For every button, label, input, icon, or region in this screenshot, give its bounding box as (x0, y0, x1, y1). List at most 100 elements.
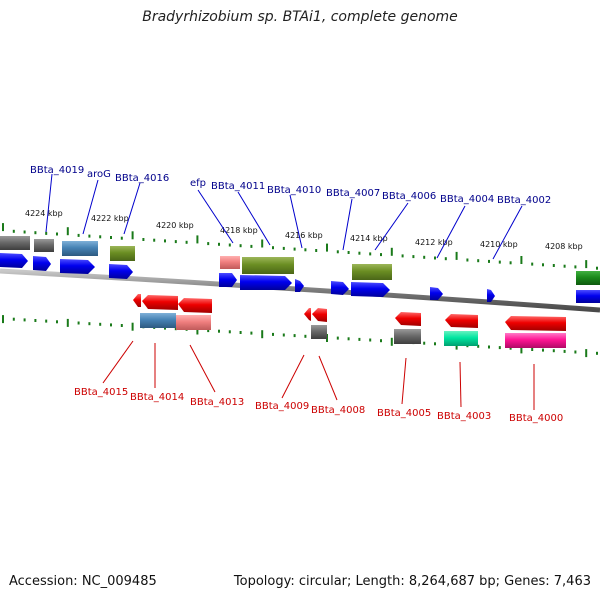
scale-tick-minor (228, 243, 231, 247)
gene-arrow-forward (331, 281, 349, 295)
scale-tick-minor (153, 238, 156, 242)
scale-tick-minor (336, 336, 339, 340)
scale-tick-minor (23, 230, 26, 234)
gene-arrow-reverse (445, 314, 478, 328)
gene-arrow-forward (576, 290, 600, 303)
scale-tick-minor (272, 332, 274, 336)
scale-tick-minor (34, 319, 37, 322)
gene-arrow-reverse (395, 312, 421, 326)
gene-label-BBta_4004: BBta_4004 (440, 194, 494, 205)
scale-tick-minor (250, 244, 253, 248)
scale-label: 4220 kbp (156, 221, 194, 230)
scale-tick-minor (498, 260, 501, 264)
gene-arrow-reverse (312, 308, 327, 322)
scale-tick-minor (434, 342, 436, 346)
bottom-label-leaders (102, 340, 535, 410)
gene-arrow-forward (487, 289, 495, 302)
gene-steelblue (140, 313, 176, 328)
scale-tick-minor (304, 248, 307, 252)
scale-tick-major (390, 337, 393, 346)
scale-tick-minor (34, 231, 37, 235)
scale-tick-major (520, 256, 523, 264)
accession-text: Accession: NC_009485 (9, 574, 157, 589)
scale-tick-major (2, 223, 4, 232)
scale-tick-minor (207, 242, 210, 246)
scale-tick-minor (488, 259, 490, 263)
scale-tick-minor (488, 345, 490, 349)
scale-tick-minor (444, 257, 447, 261)
scale-tick-major (520, 345, 523, 354)
scale-tick-minor (56, 232, 58, 236)
scale-tick-minor (304, 334, 307, 338)
gene-arrow-reverse (133, 294, 141, 307)
gene-olive (242, 257, 294, 274)
scale-tick-major (326, 243, 328, 252)
scale-tick-major (196, 235, 199, 244)
scale-tick-minor (45, 319, 48, 323)
scale-tick-minor (477, 259, 480, 263)
scale-tick-minor (120, 236, 123, 240)
scale-label: 4210 kbp (480, 240, 518, 249)
gene-salmon (176, 315, 211, 330)
scale-tick-minor (369, 252, 372, 256)
scale-tick-major (455, 251, 458, 260)
gene-arrow-reverse (178, 298, 212, 313)
gene-gray (34, 239, 54, 252)
scale-tick-minor (88, 234, 91, 238)
scale-tick-minor (272, 246, 274, 250)
scale-tick-minor (563, 264, 566, 268)
scale-tick-minor (596, 351, 598, 355)
scale-tick-minor (477, 344, 480, 348)
scale-tick-minor (347, 251, 350, 254)
scale-tick-minor (347, 337, 350, 341)
gene-label-BBta_4014: BBta_4014 (130, 392, 184, 403)
scale-tick-minor (282, 246, 285, 250)
gene-arrow-forward (240, 275, 292, 290)
scale-tick-minor (45, 231, 48, 235)
gene-salmon (220, 256, 240, 269)
genes-lower-row (140, 313, 566, 348)
gene-arrow-forward (219, 273, 237, 287)
gene-arrow-forward (0, 253, 28, 268)
scale-tick-minor (293, 334, 296, 338)
gene-label-BBta_4016: BBta_4016 (115, 173, 169, 184)
gene-label-BBta_4011: BBta_4011 (211, 181, 265, 192)
scale-tick-minor (110, 323, 112, 327)
scale-tick-minor (12, 229, 15, 233)
scale-tick-minor (380, 339, 382, 343)
scale-tick-major (585, 349, 588, 358)
scale-label: 4222 kbp (91, 214, 129, 223)
scale-tick-major (390, 247, 393, 256)
gene-label-BBta_4000: BBta_4000 (509, 413, 563, 424)
gene-label-efp: efp (190, 178, 206, 189)
scale-tick-minor (174, 240, 177, 244)
scale-tick-minor (412, 255, 415, 259)
top-gene-labels: BBta_4019 aroG BBta_4016 efp BBta_4011 B… (30, 165, 551, 206)
scale-tick-minor (99, 235, 102, 239)
gene-arrow-reverse (142, 295, 178, 310)
scale-tick-minor (466, 258, 469, 262)
gene-arrow-forward (60, 259, 95, 274)
gene-green (576, 271, 600, 285)
scale-label: 4208 kbp (545, 242, 583, 251)
scale-labels: 4224 kbp 4222 kbp 4220 kbp 4218 kbp 4216… (25, 209, 583, 251)
scale-tick-minor (434, 256, 436, 260)
gene-gray (394, 329, 421, 344)
topology-text: Topology: circular; Length: 8,264,687 bp… (233, 574, 591, 589)
gene-label-BBta_4006: BBta_4006 (382, 191, 436, 202)
gene-olive (110, 246, 135, 261)
scale-tick-minor (207, 329, 210, 333)
scale-tick-minor (563, 349, 566, 353)
scale-tick-minor (228, 330, 231, 334)
gene-arrow-forward (109, 264, 133, 279)
bottom-gene-labels: BBta_4015 BBta_4014 BBta_4013 BBta_4009 … (74, 387, 563, 424)
scale-tick-minor (423, 341, 426, 345)
gene-label-aroG: aroG (87, 169, 111, 180)
scale-tick-minor (552, 264, 555, 267)
scale-tick-minor (542, 263, 544, 267)
scale-tick-minor (110, 236, 112, 239)
scale-tick-major (131, 322, 134, 331)
scale-tick-minor (369, 338, 372, 342)
gene-arrow-reverse (505, 316, 566, 331)
